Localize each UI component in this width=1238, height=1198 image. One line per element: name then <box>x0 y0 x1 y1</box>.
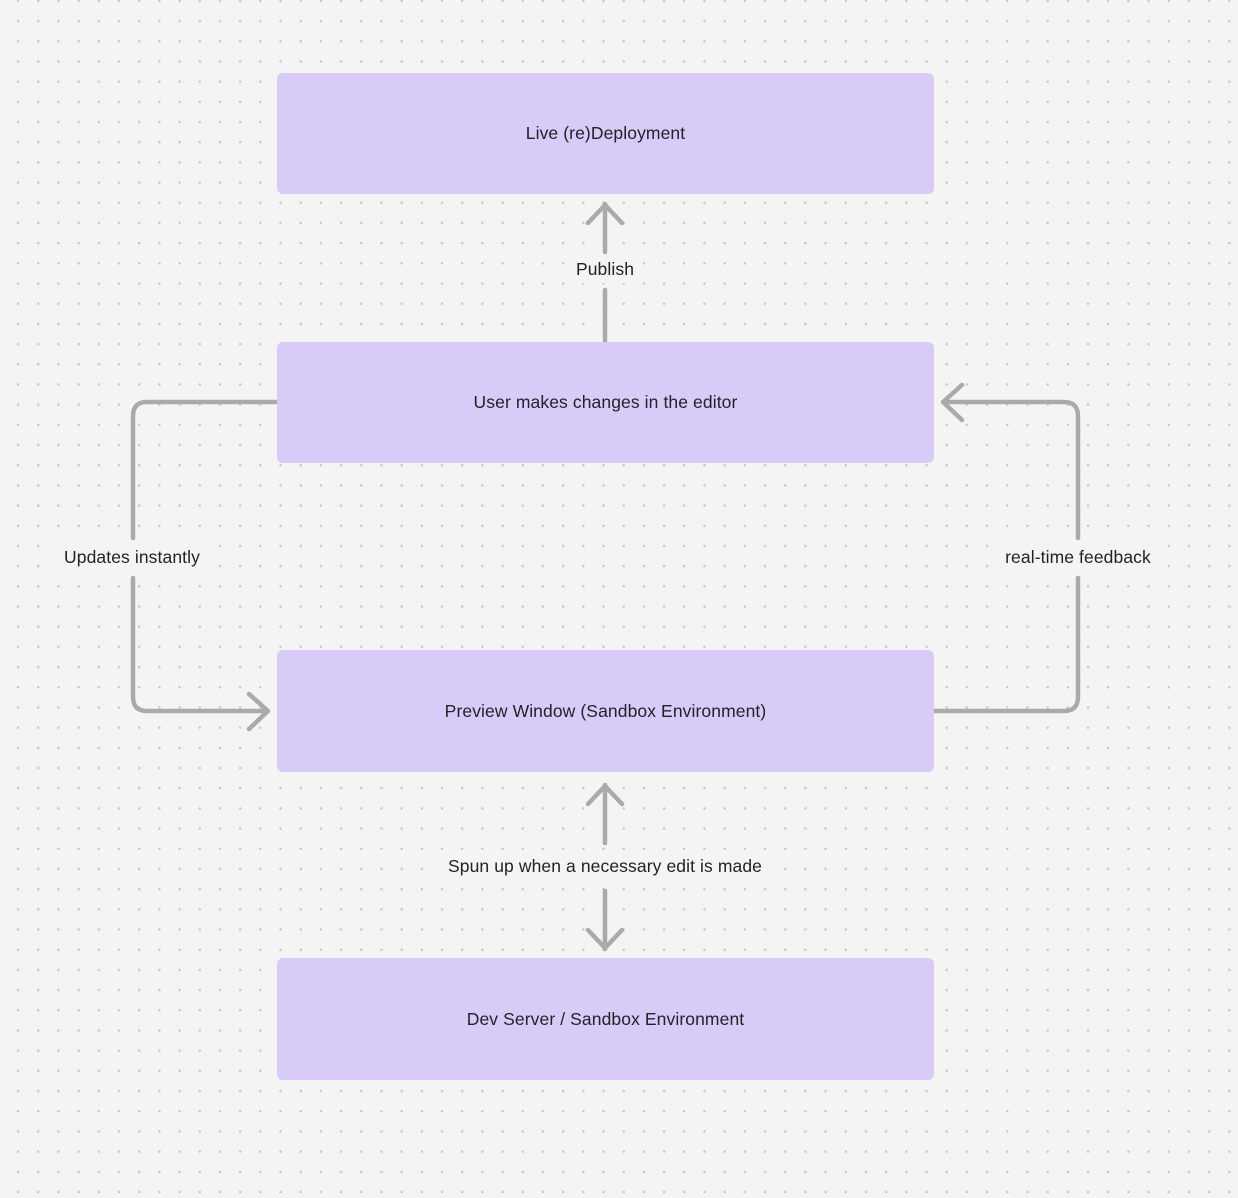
node-label: Dev Server / Sandbox Environment <box>466 1008 745 1029</box>
node-label: Preview Window (Sandbox Environment) <box>444 700 767 721</box>
edge-label-updates-instantly: Updates instantly <box>57 545 207 571</box>
arrowhead-up-icon <box>585 783 625 807</box>
edge-label-real-time-feedback: real-time feedback <box>998 545 1158 571</box>
edge-label-spun-up: Spun up when a necessary edit is made <box>440 854 770 880</box>
edge-label-publish: Publish <box>568 257 642 283</box>
arrowhead-left-icon <box>940 382 965 423</box>
node-label: User makes changes in the editor <box>473 392 738 413</box>
node-dev-server[interactable]: Dev Server / Sandbox Environment <box>277 958 934 1080</box>
node-user-makes-changes[interactable]: User makes changes in the editor <box>277 342 934 463</box>
node-live-deployment[interactable]: Live (re)Deployment <box>277 73 934 194</box>
arrowhead-down-icon <box>585 927 625 951</box>
arrowhead-right-icon <box>246 691 271 732</box>
node-preview-window[interactable]: Preview Window (Sandbox Environment) <box>277 650 934 772</box>
arrowhead-up-icon <box>585 202 625 226</box>
node-label: Live (re)Deployment <box>525 123 686 144</box>
